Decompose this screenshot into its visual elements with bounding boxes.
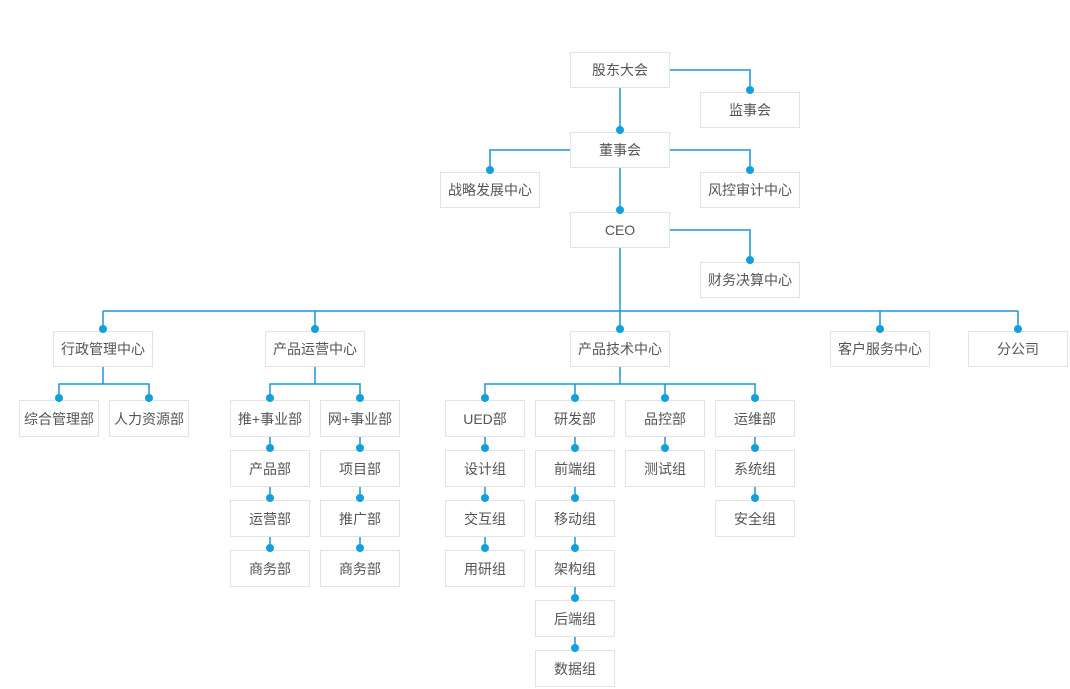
connector-trunk-stubs bbox=[102, 311, 1019, 329]
org-node-finance-center: 财务决算中心 bbox=[700, 262, 800, 298]
org-node-board: 董事会 bbox=[570, 132, 670, 168]
org-node-product-ops-center: 产品运营中心 bbox=[265, 331, 365, 367]
org-node-operations-dept: 运营部 bbox=[230, 500, 310, 537]
org-node-risk-audit-center: 风控审计中心 bbox=[700, 172, 800, 208]
org-node-customer-service-center: 客户服务中心 bbox=[830, 331, 930, 367]
org-node-supervisory: 监事会 bbox=[700, 92, 800, 128]
org-node-data-group: 数据组 bbox=[535, 650, 615, 687]
org-node-product-dept: 产品部 bbox=[230, 450, 310, 487]
org-node-project-dept: 项目部 bbox=[320, 450, 400, 487]
connector-admin-children bbox=[58, 367, 150, 398]
org-node-mobile-group: 移动组 bbox=[535, 500, 615, 537]
org-node-backend-group: 后端组 bbox=[535, 600, 615, 637]
org-node-business-dept-2: 商务部 bbox=[320, 550, 400, 587]
connector-tech-children bbox=[484, 367, 756, 398]
org-node-frontend-group: 前端组 bbox=[535, 450, 615, 487]
org-node-security-group: 安全组 bbox=[715, 500, 795, 537]
org-node-hr: 人力资源部 bbox=[109, 400, 189, 437]
connector-board-strategy bbox=[489, 149, 570, 170]
org-node-tui-division: 推+事业部 bbox=[230, 400, 310, 437]
org-node-interaction-group: 交互组 bbox=[445, 500, 525, 537]
org-node-ued-dept: UED部 bbox=[445, 400, 525, 437]
org-node-admin-center: 行政管理中心 bbox=[53, 331, 153, 367]
org-node-shareholders: 股东大会 bbox=[570, 52, 670, 88]
connector-shareholders-supervisory bbox=[670, 69, 751, 88]
org-node-wang-division: 网+事业部 bbox=[320, 400, 400, 437]
org-node-qc-dept: 品控部 bbox=[625, 400, 705, 437]
org-node-ceo: CEO bbox=[570, 212, 670, 248]
org-node-om-dept: 运维部 bbox=[715, 400, 795, 437]
org-node-rd-dept: 研发部 bbox=[535, 400, 615, 437]
org-node-general-mgmt: 综合管理部 bbox=[19, 400, 99, 437]
org-node-promotion-dept: 推广部 bbox=[320, 500, 400, 537]
org-node-architecture-group: 架构组 bbox=[535, 550, 615, 587]
org-node-branch: 分公司 bbox=[968, 331, 1068, 367]
org-node-strategy-center: 战略发展中心 bbox=[440, 172, 540, 208]
org-node-business-dept-1: 商务部 bbox=[230, 550, 310, 587]
connector-ops-children bbox=[269, 367, 361, 398]
connector-ceo-finance bbox=[670, 229, 751, 260]
connector-board-risk bbox=[670, 149, 751, 170]
org-node-product-tech-center: 产品技术中心 bbox=[570, 331, 670, 367]
org-node-user-research-group: 用研组 bbox=[445, 550, 525, 587]
org-node-design-group: 设计组 bbox=[445, 450, 525, 487]
org-node-testing-group: 测试组 bbox=[625, 450, 705, 487]
org-node-system-group: 系统组 bbox=[715, 450, 795, 487]
